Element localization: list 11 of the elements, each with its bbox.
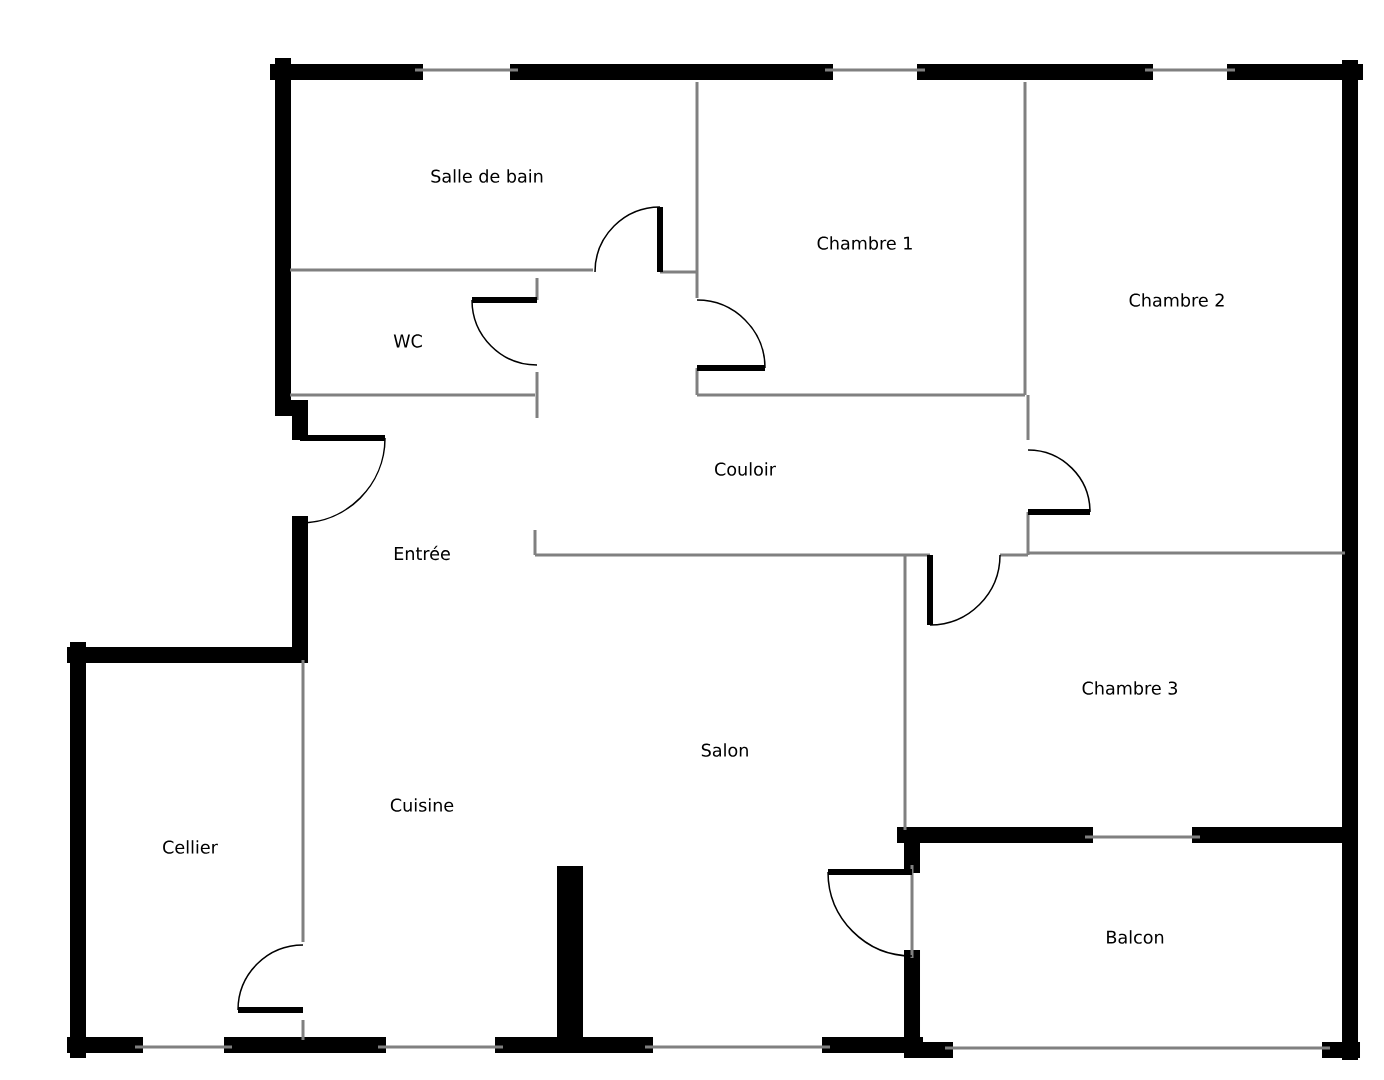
room-label: Chambre 2 xyxy=(1129,293,1224,307)
room-label: Cellier xyxy=(163,840,218,854)
room-label: Couloir xyxy=(715,462,776,476)
room-label: Balcon xyxy=(1107,930,1164,944)
room-label: Entrée xyxy=(394,545,450,561)
room-label: Chambre 1 xyxy=(817,236,912,250)
room-label: Cuisine xyxy=(390,798,454,812)
room-label: Salon xyxy=(701,743,748,757)
room-label: WC xyxy=(393,334,422,348)
room-label: Salle de bain xyxy=(431,169,543,183)
room-label: Chambre 3 xyxy=(1082,681,1178,695)
